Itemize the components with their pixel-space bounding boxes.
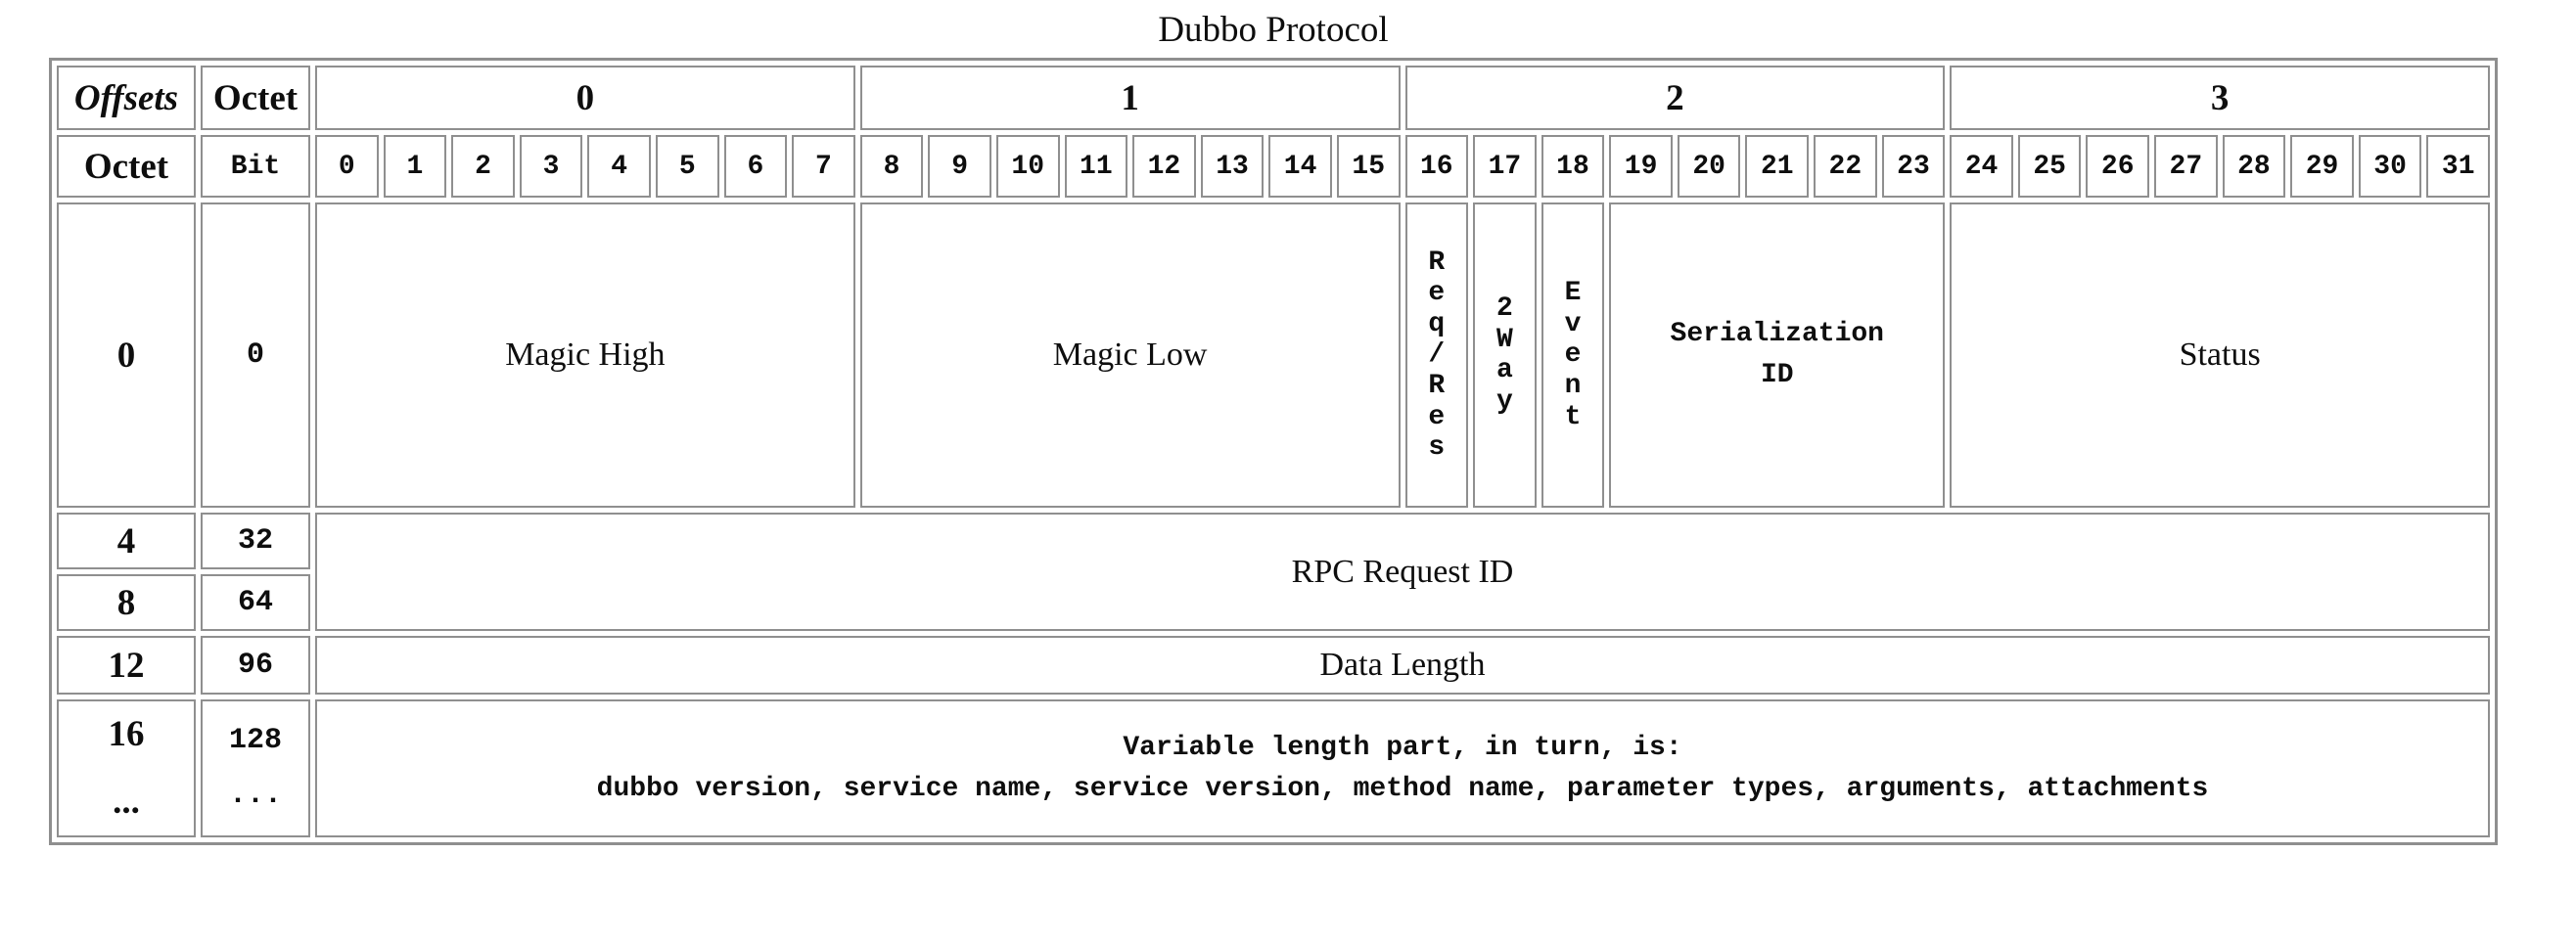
bit-offset-cell-128: 128 ... [201, 699, 310, 838]
bit-number-cell-2: 2 [451, 135, 515, 199]
field-data-length: Data Length [315, 636, 2490, 696]
bit-number-cell-11: 11 [1064, 135, 1128, 199]
field-row-octet-0: 0 0 Magic High Magic Low R e q / R e s 2… [57, 202, 2490, 509]
octet-left-header-cell: Octet [57, 135, 196, 199]
octet-group-0: 0 [315, 66, 855, 131]
bit-offset-cell-0: 0 [201, 202, 310, 509]
field-status: Status [1950, 202, 2490, 509]
bit-number-cell-18: 18 [1541, 135, 1605, 199]
octet-offset-cell-16: 16 ... [57, 699, 196, 838]
bit-number-cell-23: 23 [1881, 135, 1946, 199]
bit-number-cell-30: 30 [2358, 135, 2422, 199]
field-row-octet-8: 8 64 [57, 574, 2490, 632]
bit-number-cell-19: 19 [1609, 135, 1673, 199]
bit-number-cell-10: 10 [995, 135, 1060, 199]
bit-offset-cell-96: 96 [201, 636, 310, 696]
octet-offset-cell-8: 8 [57, 574, 196, 632]
field-row-octet-12: 12 96 Data Length [57, 636, 2490, 696]
field-serialization-id: Serialization ID [1609, 202, 1946, 509]
offsets-header-cell: Offsets [57, 66, 196, 131]
bit-number-cell-24: 24 [1950, 135, 2013, 199]
bit-number-cell-1: 1 [383, 135, 447, 199]
field-magic-low: Magic Low [859, 202, 1401, 509]
bit-number-cell-6: 6 [723, 135, 788, 199]
field-row-octet-4: 4 32 RPC Request ID [57, 513, 2490, 632]
field-magic-high: Magic High [315, 202, 855, 509]
octet-header-cell: Octet [201, 66, 310, 131]
octet-offset-cell-0: 0 [57, 202, 196, 509]
field-row-octet-16: 16 ... 128 ... Variable length part, in … [57, 699, 2490, 838]
field-event-flag: E v e n t [1541, 202, 1605, 509]
octet-group-2: 2 [1404, 66, 1946, 131]
bit-header-cell: Bit [201, 135, 310, 199]
bit-number-cell-27: 27 [2154, 135, 2218, 199]
octet-group-header-row: Offsets Octet 0 1 2 3 [57, 66, 2490, 131]
field-req-res-flag: R e q / R e s [1404, 202, 1469, 509]
bit-number-cell-0: 0 [315, 135, 379, 199]
bit-number-cell-28: 28 [2222, 135, 2286, 199]
field-rpc-request-id: RPC Request ID [315, 513, 2490, 632]
bit-number-cell-14: 14 [1268, 135, 1332, 199]
bit-number-cell-13: 13 [1200, 135, 1265, 199]
bit-offset-cell-32: 32 [201, 513, 310, 570]
bit-number-cell-9: 9 [928, 135, 991, 199]
octet-group-3: 3 [1950, 66, 2490, 131]
bit-number-cell-8: 8 [859, 135, 924, 199]
bit-number-cell-16: 16 [1404, 135, 1469, 199]
field-2way-flag: 2 W a y [1473, 202, 1537, 509]
bit-number-cell-20: 20 [1677, 135, 1741, 199]
bit-number-cell-21: 21 [1745, 135, 1810, 199]
bit-number-cell-12: 12 [1132, 135, 1196, 199]
bit-number-cell-29: 29 [2290, 135, 2354, 199]
octet-group-1: 1 [859, 66, 1401, 131]
bit-number-cell-4: 4 [587, 135, 651, 199]
field-variable-length-part: Variable length part, in turn, is: dubbo… [315, 699, 2490, 838]
bit-number-cell-3: 3 [519, 135, 583, 199]
octet-offset-cell-12: 12 [57, 636, 196, 696]
bit-number-cell-22: 22 [1814, 135, 1877, 199]
bit-number-cell-25: 25 [2017, 135, 2082, 199]
bit-number-cell-15: 15 [1336, 135, 1401, 199]
bit-number-cell-5: 5 [655, 135, 719, 199]
octet-offset-cell-4: 4 [57, 513, 196, 570]
diagram-title: Dubbo Protocol [1158, 10, 1389, 50]
bit-number-cell-7: 7 [792, 135, 855, 199]
bit-number-cell-17: 17 [1473, 135, 1537, 199]
bit-number-cell-26: 26 [2086, 135, 2150, 199]
bit-offset-cell-64: 64 [201, 574, 310, 632]
bit-number-cell-31: 31 [2426, 135, 2490, 199]
dubbo-protocol-diagram: Dubbo Protocol Offsets Octet 0 1 2 3 Oct… [49, 8, 2498, 846]
